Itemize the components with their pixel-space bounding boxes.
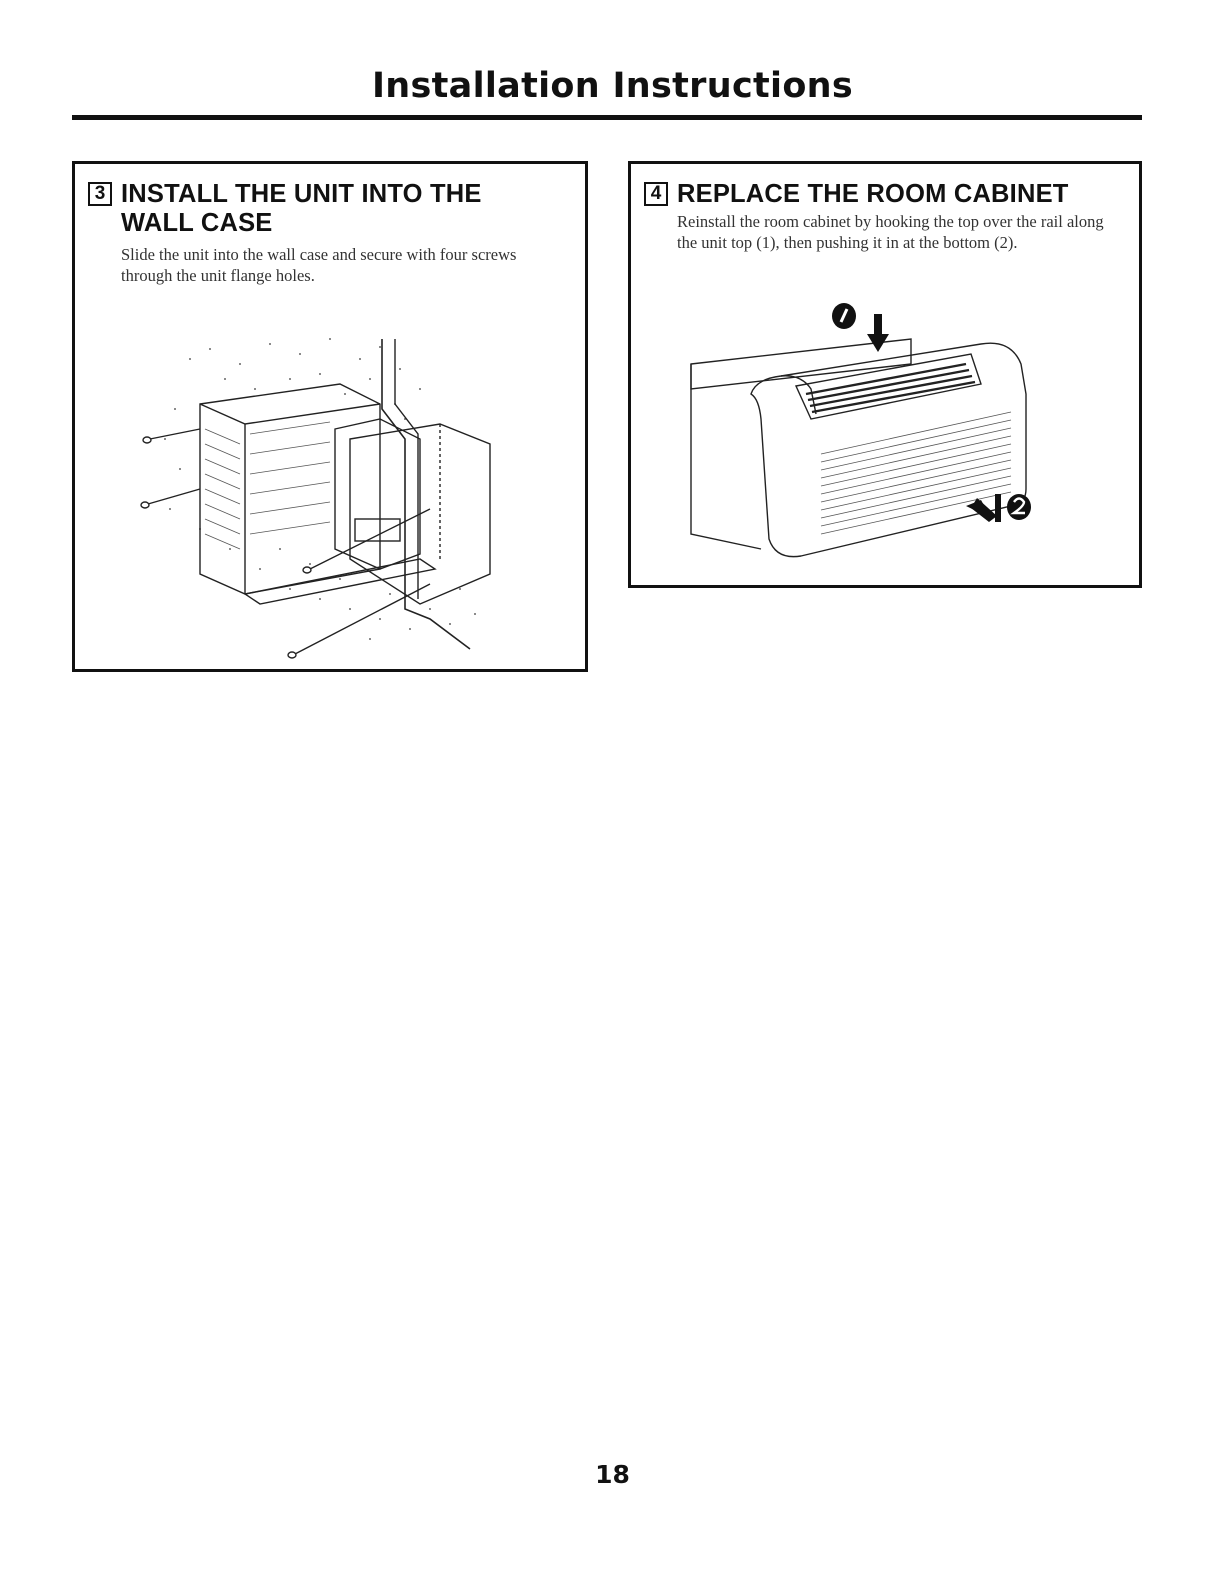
push-arrow-icon bbox=[966, 494, 1001, 522]
page-number: 18 bbox=[595, 1460, 630, 1489]
screw-icon bbox=[140, 488, 201, 509]
wall-case-illustration bbox=[140, 338, 491, 659]
step-4-panel: 4 REPLACE THE ROOM CABINET Reinstall the… bbox=[628, 161, 1142, 588]
step-3-number: 3 bbox=[88, 182, 112, 206]
screw-icon bbox=[287, 583, 431, 659]
step-marker-1-icon bbox=[832, 303, 856, 329]
step-4-text: Reinstall the room cabinet by hooking th… bbox=[677, 212, 1104, 252]
step-3-text: Slide the unit into the wall case and se… bbox=[121, 245, 517, 285]
down-arrow-icon bbox=[867, 314, 889, 352]
screw-icon bbox=[142, 428, 201, 444]
step-3-title-line2: WALL CASE bbox=[121, 209, 273, 237]
step-3-panel: 3 INSTALL THE UNIT INTO THE WALL CASE Sl… bbox=[72, 161, 588, 672]
top-grille bbox=[805, 362, 976, 414]
step-4-title: REPLACE THE ROOM CABINET bbox=[677, 180, 1069, 208]
room-cabinet-illustration bbox=[690, 303, 1031, 558]
step-4-heading: 4 REPLACE THE ROOM CABINET bbox=[644, 180, 1069, 209]
title-rule bbox=[72, 115, 1142, 120]
step-3-heading: 3 INSTALL THE UNIT INTO THE WALL CASE bbox=[88, 180, 482, 238]
front-louvers bbox=[820, 411, 1012, 535]
page-title: Installation Instructions bbox=[371, 66, 854, 106]
step-3-title-line1: INSTALL THE UNIT INTO THE bbox=[121, 180, 482, 208]
step-3-title: INSTALL THE UNIT INTO THE WALL CASE bbox=[121, 180, 482, 238]
screw-icon bbox=[302, 508, 431, 574]
wall-texture bbox=[164, 338, 476, 640]
unit-grille bbox=[204, 421, 331, 550]
step-4-number: 4 bbox=[644, 182, 668, 206]
step-marker-2-icon bbox=[1007, 494, 1031, 520]
